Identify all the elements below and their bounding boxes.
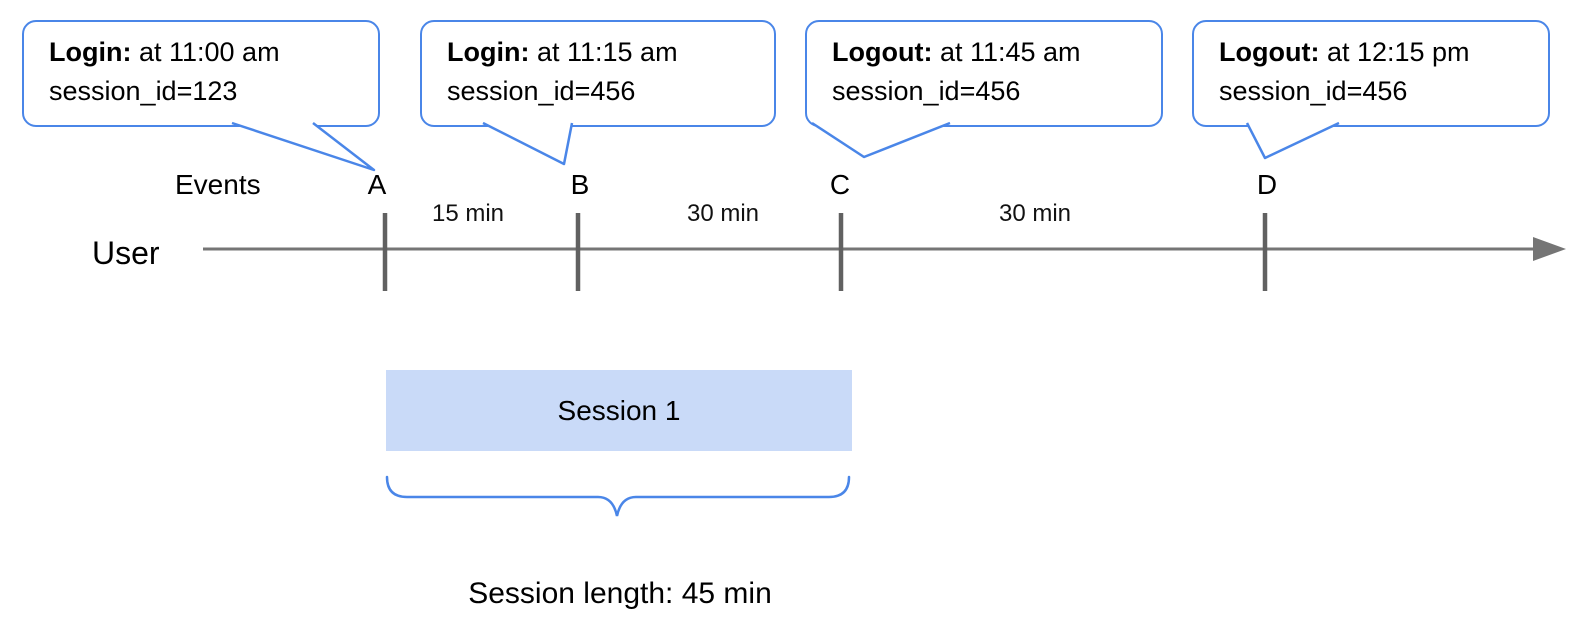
interval-c-d-label: 30 min (998, 200, 1072, 227)
event-marker-a: A (367, 169, 387, 200)
interval-b-c-label: 30 min (686, 200, 760, 227)
session-id-label: session_id=456 (832, 76, 1021, 106)
callout-line1: Login: at 11:15 am (447, 33, 774, 72)
event-marker-d: D (1256, 169, 1278, 200)
event-type-label: Login: (447, 37, 530, 67)
callout-logout-event-d: Logout: at 12:15 pm session_id=456 (1192, 20, 1550, 127)
event-type-label: Login: (49, 37, 132, 67)
callout-login-event-a: Login: at 11:00 am session_id=123 (22, 20, 380, 127)
callout-tail-c-icon (811, 121, 951, 159)
callout-line1: Logout: at 12:15 pm (1219, 33, 1548, 72)
callout-line1: Logout: at 11:45 am (832, 33, 1161, 72)
callout-tail-a-icon (231, 121, 376, 172)
session-id-label: session_id=456 (1219, 76, 1408, 106)
callout-line1: Login: at 11:00 am (49, 33, 378, 72)
session-length-label: Session length: 45 min (468, 577, 772, 610)
callout-logout-event-c: Logout: at 11:45 am session_id=456 (805, 20, 1163, 127)
event-type-label: Logout: (832, 37, 933, 67)
user-label: User (92, 235, 160, 271)
event-marker-b: B (570, 169, 590, 200)
curly-brace-icon (385, 475, 851, 517)
timeline-arrowhead-icon (1533, 237, 1566, 261)
event-type-label: Logout: (1219, 37, 1320, 67)
session-id-label: session_id=123 (49, 76, 238, 106)
callout-login-event-b: Login: at 11:15 am session_id=456 (420, 20, 776, 127)
event-marker-c: C (829, 169, 851, 200)
event-time-label: at 11:45 am (932, 37, 1081, 67)
event-time-label: at 11:15 am (529, 37, 678, 67)
session-box-label: Session 1 (557, 394, 681, 426)
callout-tail-d-icon (1245, 121, 1340, 160)
session-id-label: session_id=456 (447, 76, 636, 106)
interval-a-b-label: 15 min (431, 200, 505, 227)
session-box: Session 1 (386, 370, 852, 451)
callout-tail-b-icon (482, 121, 574, 166)
event-time-label: at 12:15 pm (1319, 37, 1470, 67)
events-label: Events (175, 169, 261, 200)
event-time-label: at 11:00 am (131, 37, 280, 67)
